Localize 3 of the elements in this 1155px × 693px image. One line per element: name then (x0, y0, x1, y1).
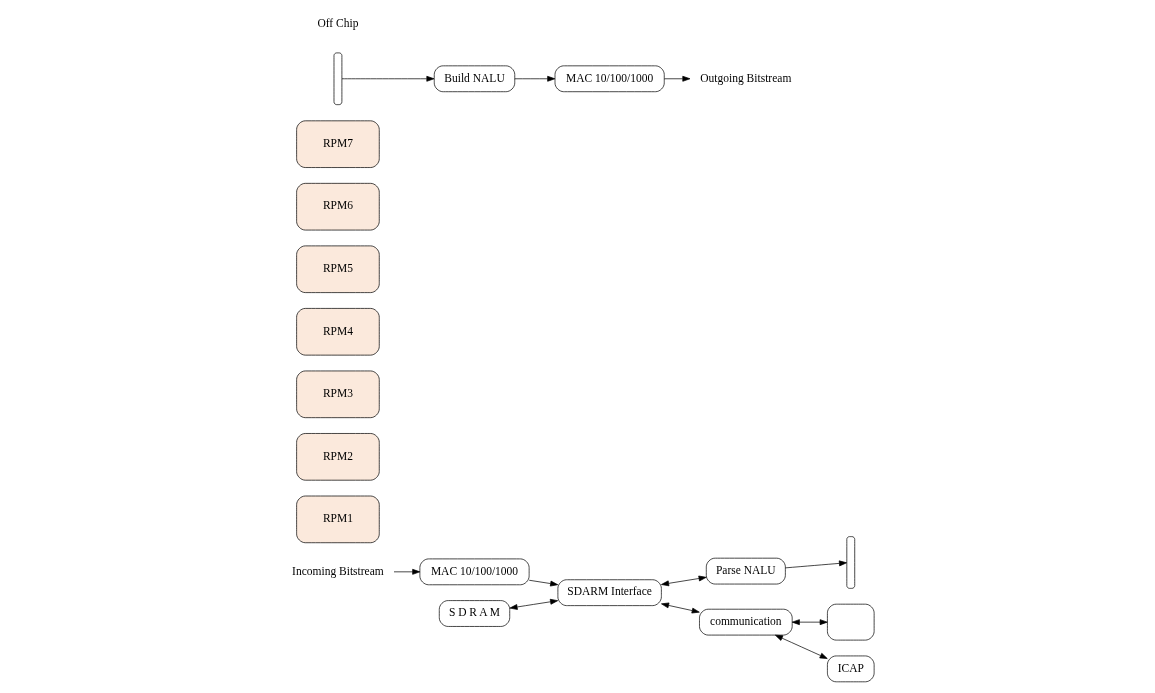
node-text: Outgoing Bitstream (699, 71, 791, 84)
node-text: Incoming Bitstream (291, 564, 384, 577)
label: Off Chip (316, 16, 358, 29)
